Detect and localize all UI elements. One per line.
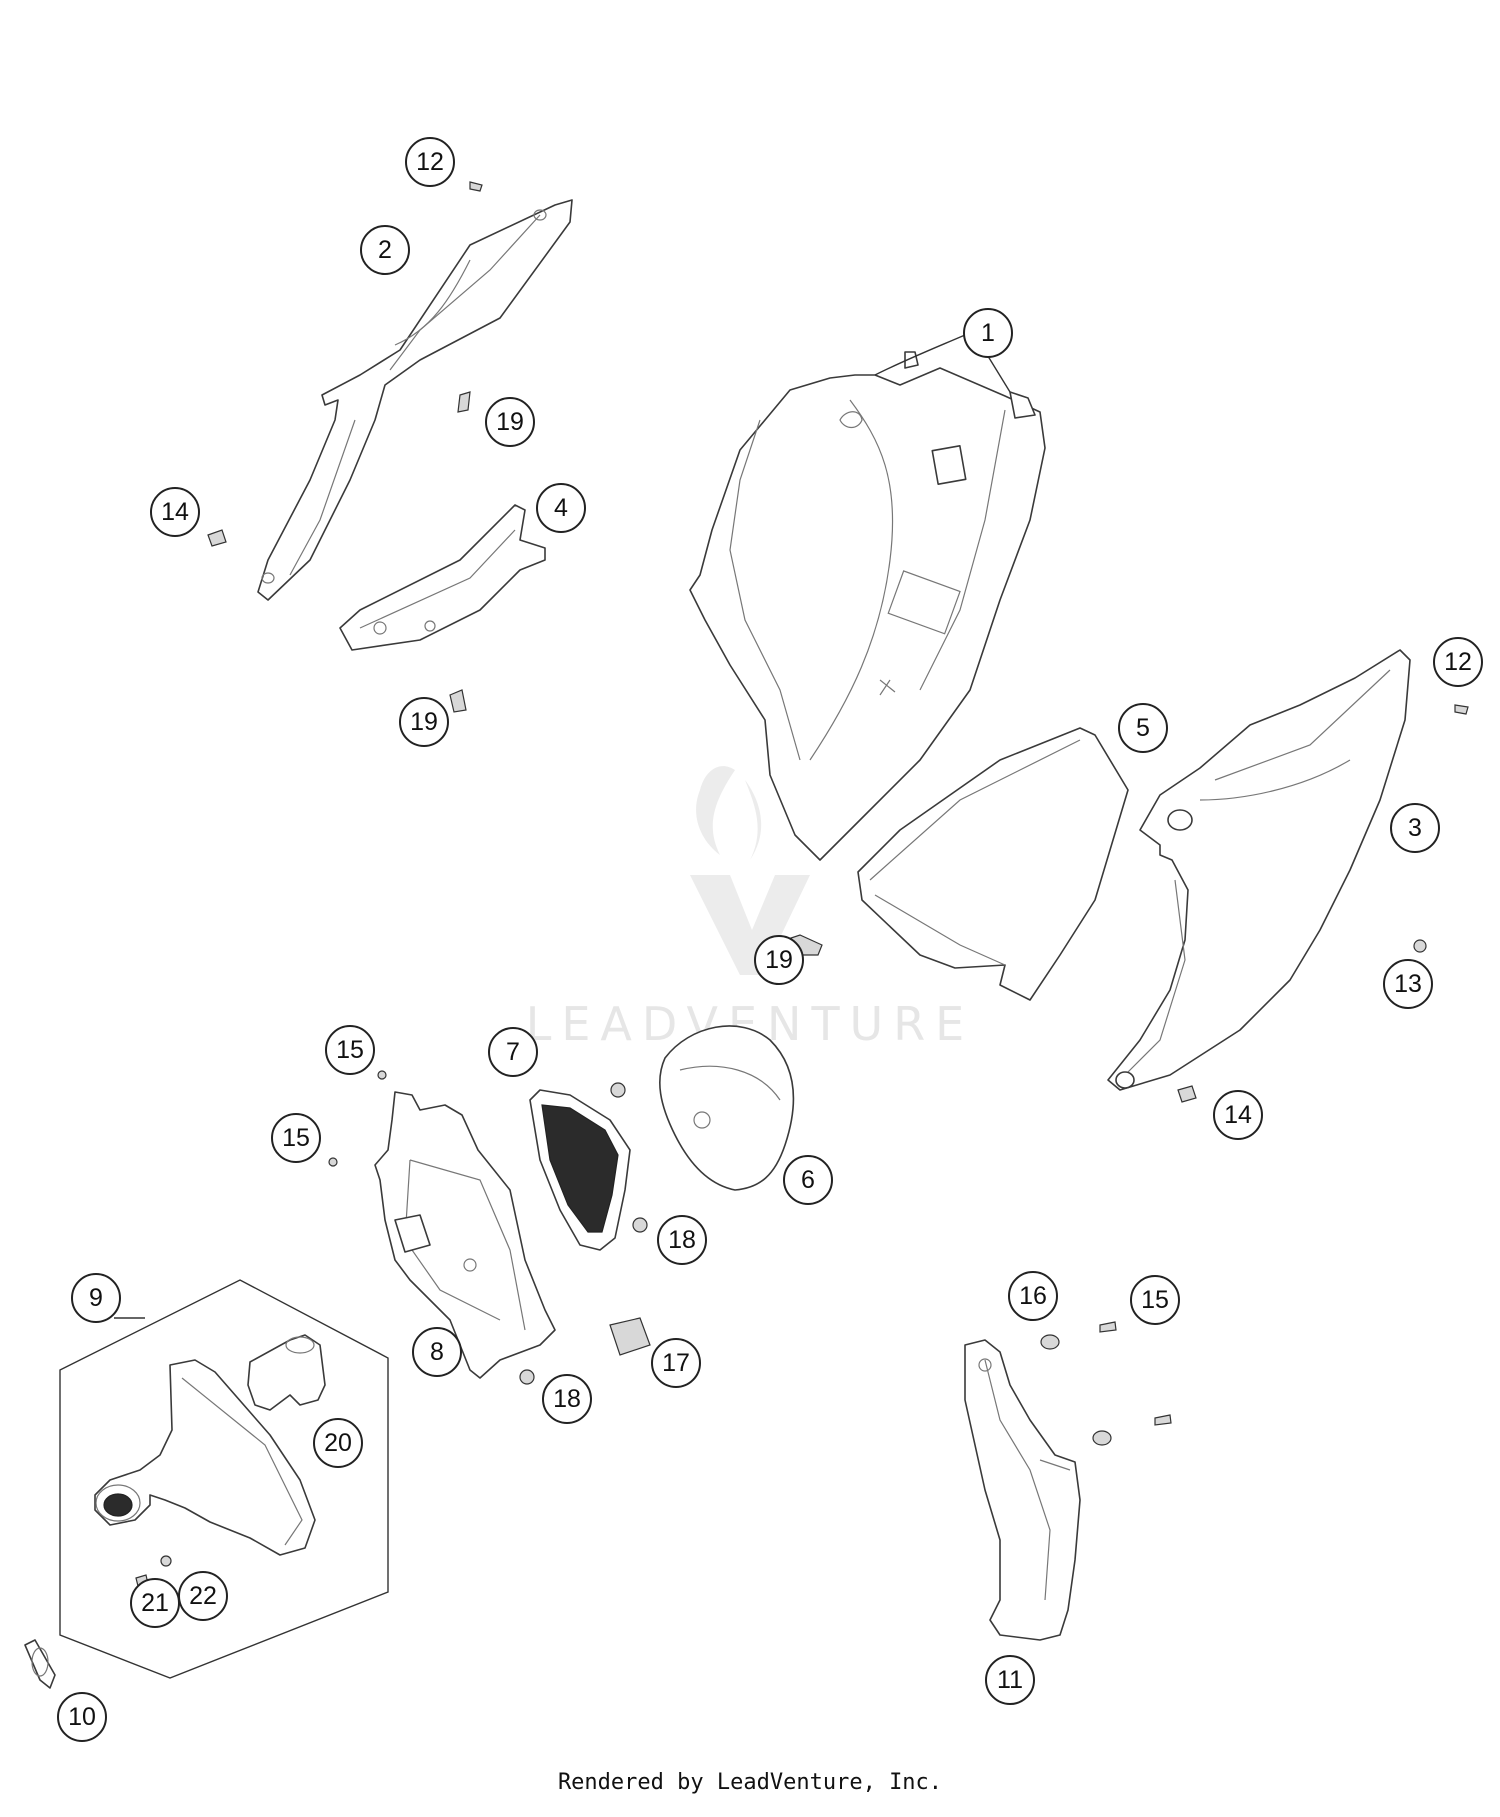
callout-18-lower: 18 [542,1374,592,1424]
callout-19-mid: 19 [399,697,449,747]
callout-15-mid: 15 [271,1113,321,1163]
watermark-flame-icon [696,766,762,860]
callout-5: 5 [1118,703,1168,753]
callout-15-upper: 15 [325,1025,375,1075]
callout-15-right: 15 [1130,1275,1180,1325]
callout-14-right-label: 14 [1224,1101,1252,1129]
callout-8: 8 [412,1327,462,1377]
part-7-air-filter [529,1089,631,1251]
callout-12-top: 12 [405,137,455,187]
callout-3: 3 [1390,803,1440,853]
callout-4-label: 4 [554,494,568,522]
callout-14-left: 14 [150,487,200,537]
watermark-v-logo-icon [690,875,810,975]
callout-12-top-label: 12 [416,148,444,176]
callout-18-upper: 18 [657,1215,707,1265]
callout-3-label: 3 [1408,814,1422,842]
part-4-bracket [339,504,546,651]
callout-19-center: 19 [754,935,804,985]
callout-12-right-label: 12 [1444,648,1472,676]
callout-12-right: 12 [1433,637,1483,687]
callout-16-label: 16 [1019,1282,1047,1310]
callout-20-label: 20 [324,1429,352,1457]
callout-6: 6 [783,1155,833,1205]
part-9-kit-outline [59,1279,389,1679]
part-3-side-trim [1107,649,1411,1091]
callout-17-label: 17 [662,1349,690,1377]
callout-21: 21 [130,1578,180,1628]
part-8-filter-frame [374,1091,556,1379]
callout-19-center-label: 19 [765,946,793,974]
callout-10-label: 10 [68,1703,96,1731]
callout-10: 10 [57,1692,107,1742]
callout-14-left-label: 14 [161,498,189,526]
callout-22: 22 [178,1571,228,1621]
callout-9: 9 [71,1273,121,1323]
callout-15-upper-label: 15 [336,1036,364,1064]
part-5-side-panel [857,727,1129,1001]
callout-15-mid-label: 15 [282,1124,310,1152]
part-9-airbox [94,1359,316,1556]
part-6-filter-cover [659,1025,795,1191]
callout-18-upper-label: 18 [668,1226,696,1254]
callout-4: 4 [536,483,586,533]
callout-14-right: 14 [1213,1090,1263,1140]
callout-2: 2 [360,225,410,275]
watermark: LEADVENTURE [526,766,964,1051]
part-20-intake-boot [247,1334,326,1411]
callout-5-label: 5 [1136,714,1150,742]
callout-6-label: 6 [801,1166,815,1194]
callout-15-right-label: 15 [1141,1286,1169,1314]
part-2-side-trim [257,199,573,601]
callout-7: 7 [488,1027,538,1077]
callout-22-label: 22 [189,1582,217,1610]
part-11-lower-guard [964,1339,1081,1641]
footer-credit: Rendered by LeadVenture, Inc. [557,1770,943,1795]
part-10-clamp [24,1639,56,1689]
callout-13-label: 13 [1394,970,1422,998]
callout-20: 20 [313,1418,363,1468]
callout-19-top-label: 19 [496,408,524,436]
callout-19-mid-label: 19 [410,708,438,736]
callout-1: 1 [963,308,1013,358]
callout-21-label: 21 [141,1589,169,1617]
callout-19-top: 19 [485,397,535,447]
callout-1-label: 1 [981,319,995,347]
callout-18-lower-label: 18 [553,1385,581,1413]
callout-9-label: 9 [89,1284,103,1312]
callout-13: 13 [1383,959,1433,1009]
callout-17: 17 [651,1338,701,1388]
callout-8-label: 8 [430,1338,444,1366]
part-1-shroud [689,351,1046,861]
callout-11: 11 [985,1655,1035,1705]
callout-11-label: 11 [997,1666,1023,1694]
callout-2-label: 2 [378,236,392,264]
callout-16: 16 [1008,1271,1058,1321]
callout-7-label: 7 [506,1038,520,1066]
